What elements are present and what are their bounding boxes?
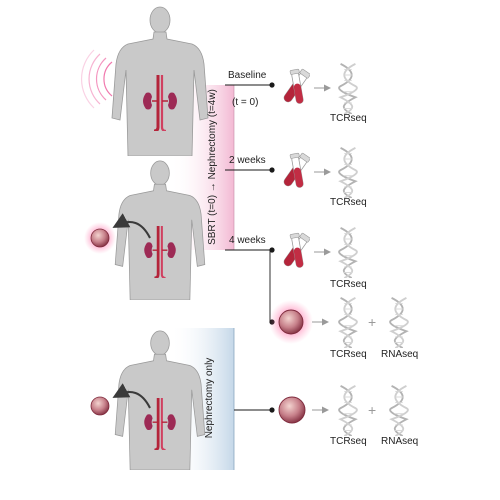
assay-label-tcrseq: TCRseq (330, 349, 367, 360)
dna-helix-icon (338, 384, 358, 436)
dna-helix-icon (338, 296, 358, 348)
assay-label-tcrseq: TCRseq (330, 197, 367, 208)
dna-helix-icon (389, 384, 409, 436)
sbrt-arm-label: SBRT (t=0) → Nephrectomy (t=4w) (207, 89, 218, 245)
blood-tube-icon (281, 68, 310, 105)
nephrectomy-arm-label: Nephrectomy only (204, 357, 215, 439)
dna-helix-icon (389, 296, 409, 348)
timepoint-label-2weeks: 2 weeks (229, 155, 266, 166)
timepoint-label-4weeks: 4 weeks (229, 235, 266, 246)
radiation-waves-icon (81, 49, 113, 109)
assay-label-rnaseq: RNAseq (381, 349, 419, 360)
tumor-icon (278, 396, 306, 424)
plus-sign: + (368, 402, 377, 418)
dna-helix-icon (338, 62, 358, 114)
process-arrows (312, 84, 331, 414)
tumor-icon (90, 228, 110, 248)
assay-label-tcrseq: TCRseq (330, 279, 367, 290)
assay-label-tcrseq: TCRseq (330, 436, 367, 447)
arrow-icon (112, 213, 151, 239)
timeline-nodes (269, 82, 275, 413)
dna-helix-icon (338, 146, 358, 198)
tumor-icon (90, 396, 110, 416)
tumor-icon (278, 309, 304, 335)
dna-helix-icon (338, 226, 358, 278)
timepoint-sublabel-baseline: (t = 0) (232, 97, 259, 108)
assay-label-tcrseq: TCRseq (330, 113, 367, 124)
blood-tube-icon (281, 152, 310, 189)
timepoint-label-baseline: Baseline (228, 70, 267, 81)
assay-label-rnaseq: RNAseq (381, 436, 419, 447)
arrow-icon (112, 383, 151, 409)
blood-tube-icon (281, 232, 310, 269)
plus-sign: + (368, 314, 377, 330)
